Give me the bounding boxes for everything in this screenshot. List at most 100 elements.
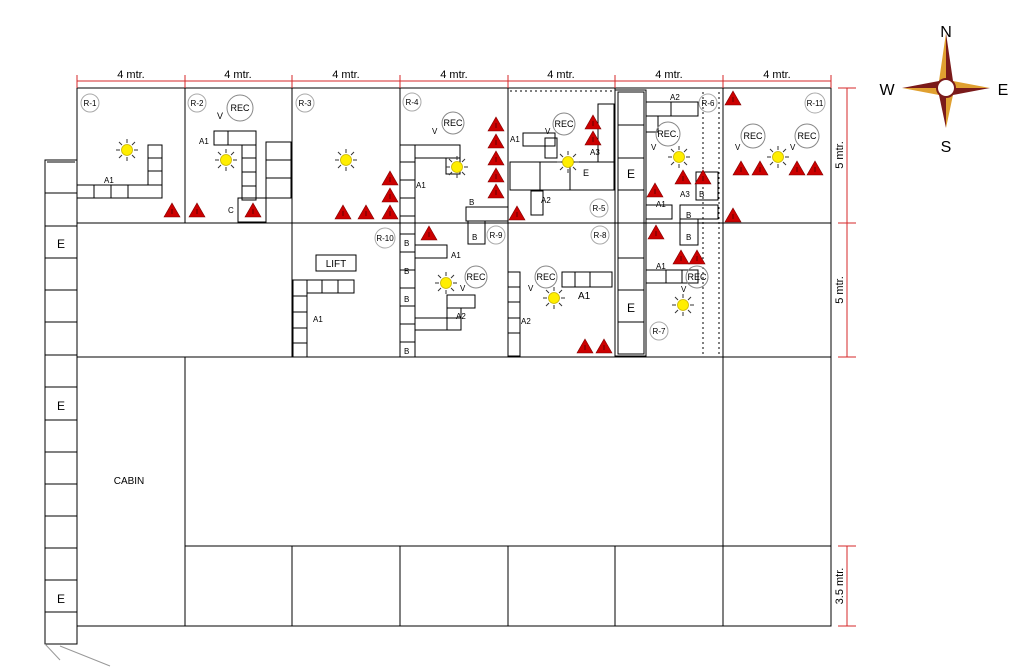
hazard-icon bbox=[487, 116, 505, 132]
hazard-icon bbox=[244, 202, 262, 218]
hazard-icon bbox=[584, 130, 602, 146]
rec-labels: REC REC REC REC. REC REC REC REC REC V V… bbox=[217, 103, 817, 294]
furniture-labels: A1 A1 C A1 A1 B B B B A1 A2 B B A1 A3 E … bbox=[104, 93, 704, 356]
valve-label: V bbox=[681, 285, 687, 294]
dimension-label: 4 mtr. bbox=[224, 69, 252, 81]
furniture-label: B bbox=[686, 233, 691, 242]
dimension-label: 4 mtr. bbox=[332, 69, 360, 81]
valve-label: V bbox=[528, 284, 534, 293]
furniture-label: A1 bbox=[313, 315, 323, 324]
lift-label: LIFT bbox=[326, 259, 347, 270]
hazard-icon bbox=[724, 90, 742, 106]
furniture-label: B bbox=[404, 239, 409, 248]
rec-label: REC bbox=[554, 119, 574, 129]
dimension-label: 4 mtr. bbox=[440, 69, 468, 81]
furniture-label: A1 bbox=[199, 137, 209, 146]
rec-label: REC bbox=[466, 272, 486, 282]
light-icon bbox=[671, 293, 695, 317]
hazard-icon bbox=[188, 202, 206, 218]
exit-label: E bbox=[627, 167, 635, 181]
room-label: R-8 bbox=[594, 231, 607, 240]
hazard-icon bbox=[487, 167, 505, 183]
light-icon bbox=[115, 138, 139, 162]
room-label: R-3 bbox=[299, 99, 312, 108]
furniture-label: B bbox=[469, 198, 474, 207]
valve-label: V bbox=[651, 143, 657, 152]
furniture-label: A2 bbox=[670, 93, 680, 102]
light-icon bbox=[667, 145, 691, 169]
top-dimensions bbox=[76, 75, 832, 88]
hazard-icon bbox=[646, 182, 664, 198]
lift-box bbox=[315, 254, 357, 272]
hazard-icon bbox=[487, 183, 505, 199]
furniture-label: A2 bbox=[541, 196, 551, 205]
room-label: R-9 bbox=[490, 231, 503, 240]
hazard-icon bbox=[584, 114, 602, 130]
compass-east: E bbox=[998, 82, 1009, 99]
dimension-label: 4 mtr. bbox=[763, 69, 791, 81]
dimension-label: 3.5 mtr. bbox=[834, 568, 846, 605]
furniture-label: A1 bbox=[104, 176, 114, 185]
furniture-label: B bbox=[472, 233, 477, 242]
rec-label: REC bbox=[536, 272, 556, 282]
compass-rose bbox=[902, 33, 990, 128]
right-dimensions bbox=[838, 87, 856, 627]
light-fixtures bbox=[115, 138, 790, 317]
light-icon bbox=[334, 148, 358, 172]
rec-label: REC bbox=[743, 131, 763, 141]
rec-label: REC bbox=[687, 272, 707, 282]
hazard-icon bbox=[163, 202, 181, 218]
rec-label: REC. bbox=[657, 129, 679, 139]
furniture-label: B bbox=[699, 190, 704, 199]
dimension-label: 4 mtr. bbox=[547, 69, 575, 81]
room-label: R-4 bbox=[406, 98, 419, 107]
rec-units bbox=[226, 94, 820, 289]
hazard-icon bbox=[508, 205, 526, 221]
hazard-icon bbox=[420, 225, 438, 241]
furniture-label: C bbox=[228, 206, 234, 215]
cabin-label: CABIN bbox=[114, 476, 145, 487]
hazard-icon bbox=[788, 160, 806, 176]
valve-label: V bbox=[735, 143, 741, 152]
furniture-label: A3 bbox=[680, 190, 690, 199]
furniture-label: A1 bbox=[510, 135, 520, 144]
valve-label: V bbox=[545, 127, 551, 136]
furniture-label: A1 bbox=[656, 262, 666, 271]
compass-north: N bbox=[940, 24, 952, 41]
hazard-icon bbox=[576, 338, 594, 354]
furniture-label: B bbox=[404, 347, 409, 356]
hazard-icon bbox=[647, 224, 665, 240]
furniture-label: A1 bbox=[578, 291, 591, 302]
room-label: R-11 bbox=[807, 99, 824, 108]
furniture-label: A3 bbox=[590, 148, 600, 157]
hazard-icon bbox=[732, 160, 750, 176]
workstations bbox=[76, 101, 719, 358]
hazard-icon bbox=[381, 187, 399, 203]
exit-label: E bbox=[57, 592, 65, 606]
room-label: R-6 bbox=[702, 99, 715, 108]
furniture-label: B bbox=[686, 211, 691, 220]
furniture-label: B bbox=[404, 267, 409, 276]
exit-label: E bbox=[583, 168, 589, 178]
hazard-icon bbox=[487, 150, 505, 166]
dimension-label: 5 mtr. bbox=[834, 276, 846, 304]
walls bbox=[76, 87, 832, 627]
furniture-label: A2 bbox=[456, 312, 466, 321]
room-label: R-7 bbox=[653, 327, 666, 336]
light-icon bbox=[542, 286, 566, 310]
hazard-icon bbox=[672, 249, 690, 265]
light-icon bbox=[556, 150, 580, 174]
exit-label: E bbox=[57, 399, 65, 413]
room-label-circles bbox=[80, 92, 826, 341]
dimension-label: 5 mtr. bbox=[834, 141, 846, 169]
dimension-label: 4 mtr. bbox=[655, 69, 683, 81]
valve-label: V bbox=[217, 111, 223, 121]
hazard-icon bbox=[357, 204, 375, 220]
exit-label: E bbox=[627, 301, 635, 315]
hazard-icon bbox=[806, 160, 824, 176]
compass-south: S bbox=[941, 139, 952, 156]
light-icon bbox=[445, 155, 469, 179]
valve-label: V bbox=[460, 284, 466, 293]
exit-label: E bbox=[57, 237, 65, 251]
